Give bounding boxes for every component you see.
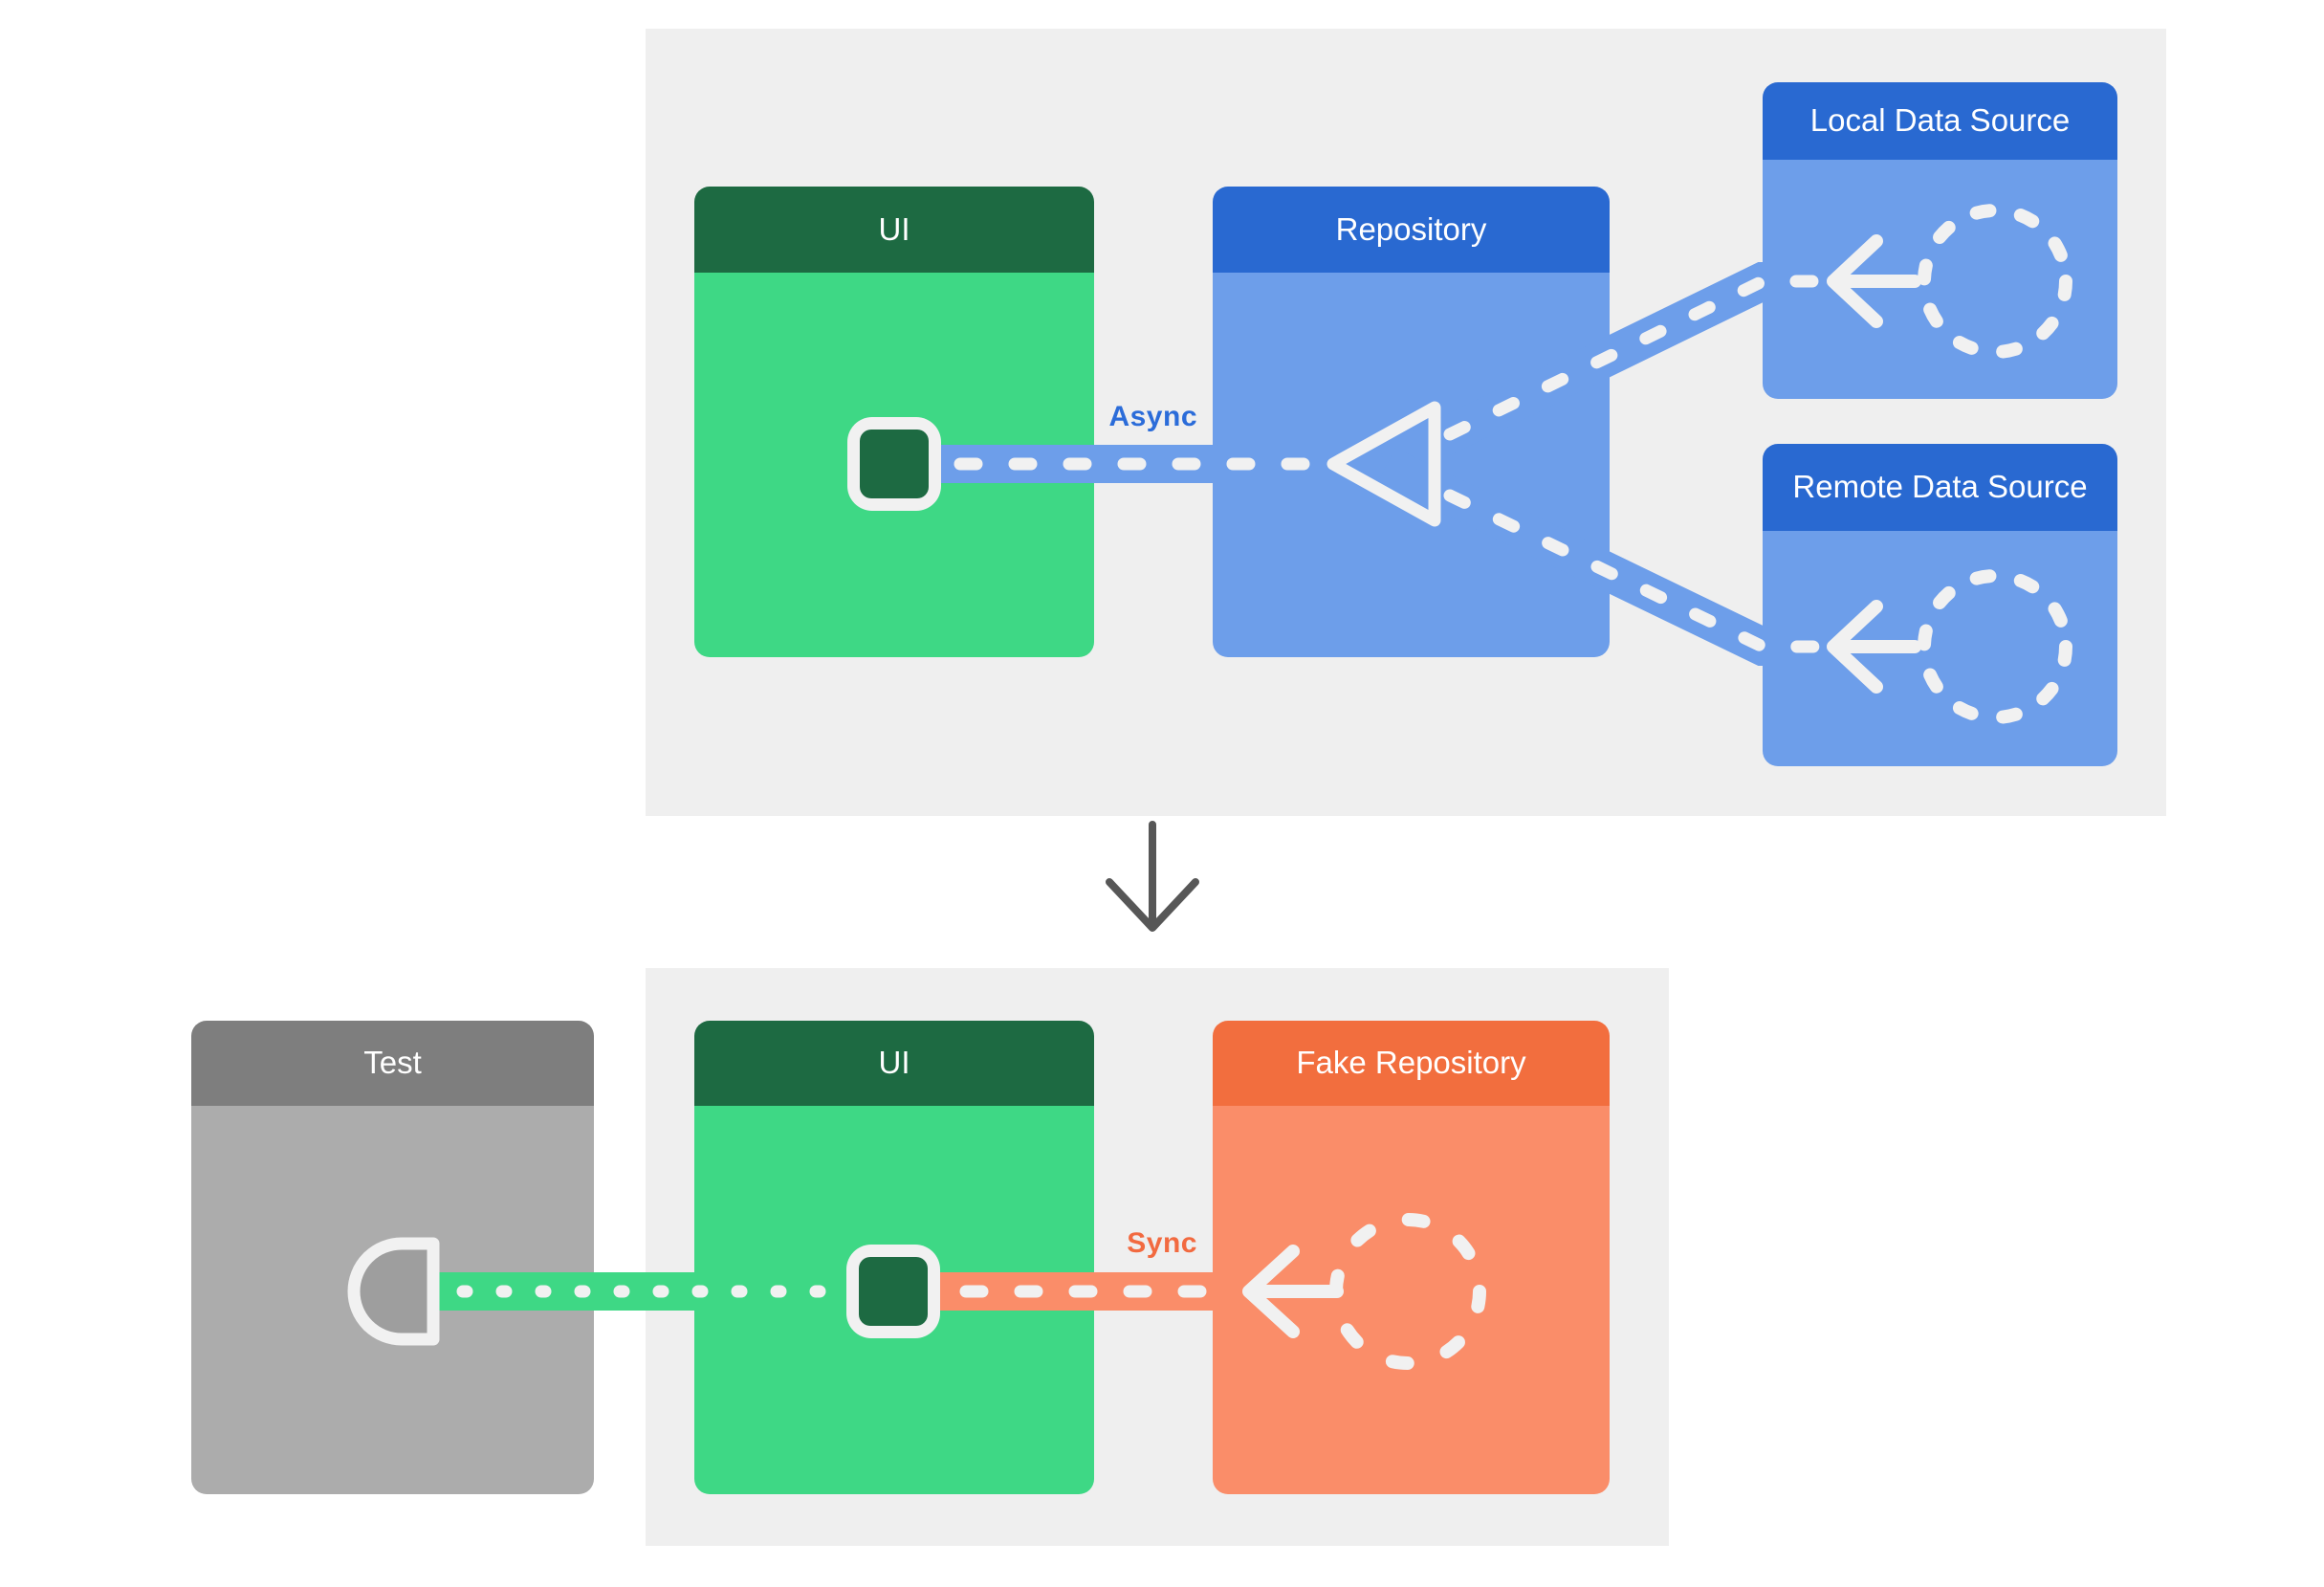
repository-card-title: Repository — [1335, 210, 1487, 247]
local-arrow-left-icon — [1827, 234, 1921, 328]
test-socket-icon — [347, 1237, 440, 1346]
remote-data-source-header: Remote Data Source — [1763, 444, 2117, 531]
ui-card-bottom-title: UI — [878, 1045, 910, 1081]
ui-component-square-icon — [860, 430, 929, 498]
fake-repository-title: Fake Repository — [1296, 1045, 1526, 1081]
test-card-header: Test — [191, 1021, 594, 1106]
local-band-dashes — [1443, 275, 1831, 441]
async-connection-label: Async — [1108, 401, 1197, 432]
remote-band-dashes — [1443, 489, 1831, 653]
sync-connection-label: Sync — [1127, 1227, 1197, 1259]
remote-data-source-title: Remote Data Source — [1792, 469, 2088, 505]
local-dashed-circle-icon — [1918, 204, 2072, 359]
fake-repository-arrow-left-icon — [1242, 1245, 1344, 1338]
repository-card-header: Repository — [1213, 187, 1610, 273]
ui-component-square-bottom-icon — [859, 1257, 928, 1326]
fake-repository-header: Fake Repository — [1213, 1021, 1610, 1106]
remote-arrow-left-icon — [1827, 600, 1921, 694]
ui-card-top-title: UI — [878, 210, 910, 247]
ui-card-top-header: UI — [694, 187, 1094, 273]
local-data-source-header: Local Data Source — [1763, 82, 2117, 160]
remote-dashed-circle-icon — [1918, 569, 2072, 724]
ui-card-bottom-header: UI — [694, 1021, 1094, 1106]
local-data-source-title: Local Data Source — [1809, 102, 2071, 139]
section-flow-down-arrow-icon — [1106, 821, 1199, 932]
repository-input-triangle-icon — [1326, 401, 1441, 527]
test-card-title: Test — [363, 1045, 422, 1081]
fake-repository-dashed-circle-icon — [1329, 1213, 1486, 1370]
